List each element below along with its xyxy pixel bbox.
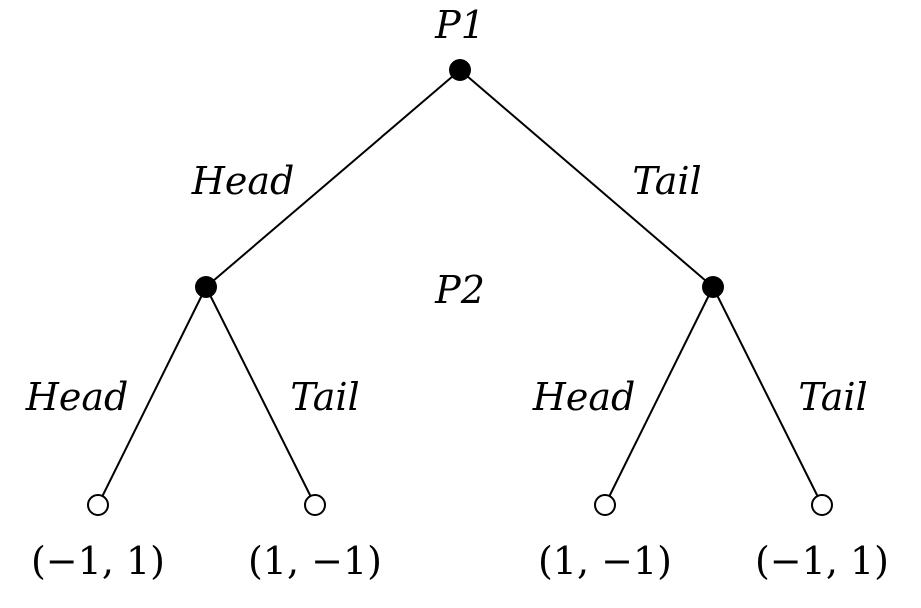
- terminal-node-rl: [594, 494, 616, 516]
- edge-label-root-left: Head: [191, 159, 295, 203]
- edge-left-right: [205, 286, 316, 506]
- payoff-ll: (−1, 1): [31, 539, 165, 583]
- payoff-rr: (−1, 1): [755, 539, 889, 583]
- terminal-node-rr: [811, 494, 833, 516]
- node-right: [702, 276, 724, 298]
- edge-label-right-left: Head: [532, 375, 636, 419]
- edge-left-left: [97, 286, 207, 506]
- node-root: [449, 59, 471, 81]
- payoff-lr: (1, −1): [248, 539, 382, 583]
- payoff-rl: (1, −1): [538, 539, 672, 583]
- player-label-p1: P1: [434, 3, 485, 47]
- edge-label-left-right: Tail: [290, 375, 359, 419]
- edge-label-root-right: Tail: [632, 159, 701, 203]
- edge-label-right-right: Tail: [798, 375, 867, 419]
- node-left: [195, 276, 217, 298]
- terminal-node-ll: [87, 494, 109, 516]
- edge-label-left-left: Head: [25, 375, 129, 419]
- terminal-node-lr: [304, 494, 326, 516]
- player-label-p2: P2: [434, 268, 485, 312]
- edge-right-right: [712, 286, 823, 506]
- edge-right-left: [604, 286, 714, 506]
- edge-root-right: [459, 69, 714, 288]
- edge-root-left: [205, 69, 461, 288]
